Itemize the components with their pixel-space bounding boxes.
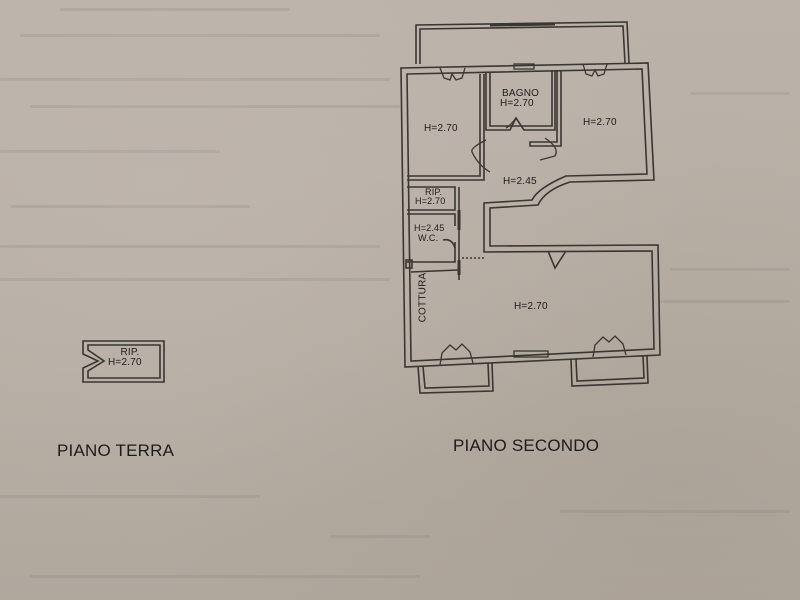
room-living-walls: [405, 257, 484, 273]
floor-title-piano-terra: PIANO TERRA: [57, 441, 175, 460]
room-label-rip: RIP.: [425, 187, 443, 197]
room-label-ground-rip: RIP.: [120, 347, 140, 358]
hallway-door-swings: [471, 117, 557, 173]
room-label-wc: W.C.: [418, 233, 439, 243]
room-height-living: H=2.70: [514, 301, 548, 312]
room-label-bagno: BAGNO: [502, 88, 540, 99]
room-height-bedroom-left: H=2.70: [424, 123, 458, 134]
room-height-wc: H=2.45: [414, 223, 445, 233]
room-bedroom-left-walls: [407, 74, 485, 181]
room-height-rip: H=2.70: [415, 196, 446, 206]
bottom-window-notches: [439, 335, 627, 366]
room-height-hallway: H=2.45: [503, 176, 537, 187]
room-rip-wc-walls: [407, 186, 461, 280]
top-balcony: [415, 21, 630, 64]
bottom-balcony-right: [570, 355, 649, 387]
top-window-notches: [439, 63, 608, 81]
outer-walls: [400, 62, 661, 368]
room-height-bedroom-right: H=2.70: [583, 117, 617, 128]
living-door-notch: [547, 250, 567, 270]
room-label-cottura: COTTURA: [417, 272, 429, 323]
room-height-ground-rip: H=2.70: [108, 357, 142, 368]
floor-title-piano-secondo: PIANO SECONDO: [453, 436, 600, 455]
room-bedroom-right-walls: [529, 71, 562, 147]
ground-floor-storage-outline: [82, 340, 165, 383]
bottom-balcony-left: [417, 362, 494, 394]
room-height-bagno: H=2.70: [500, 98, 534, 109]
